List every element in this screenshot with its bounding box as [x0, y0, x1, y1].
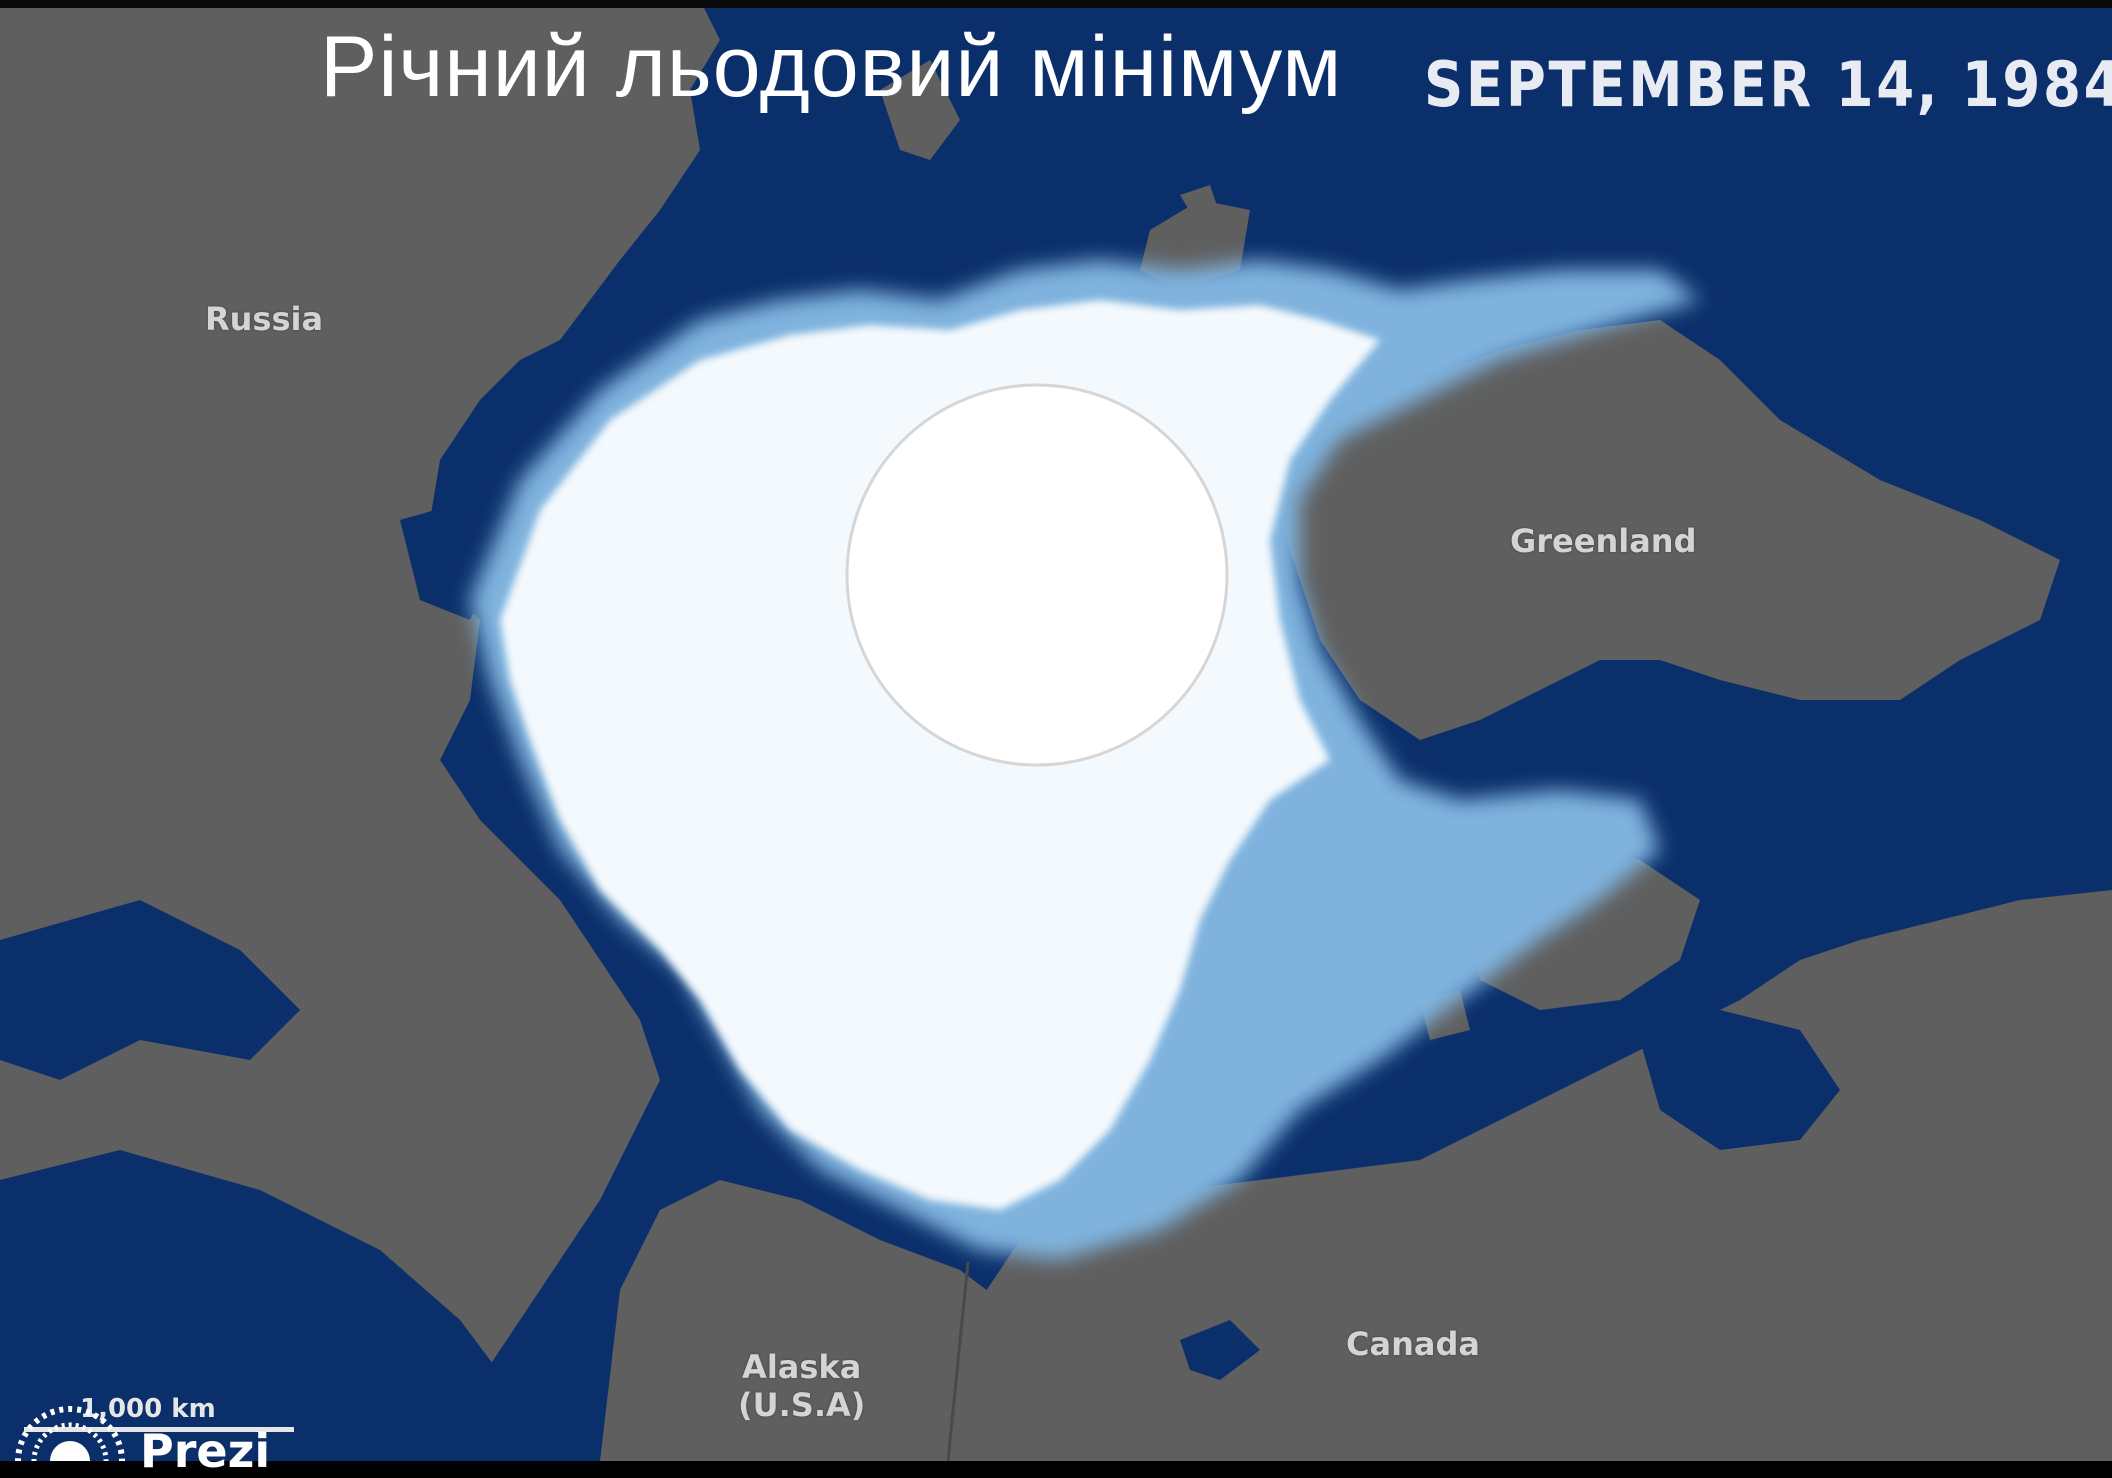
- label-canada: Canada: [1346, 1325, 1480, 1363]
- label-alaska-country: (U.S.A): [738, 1386, 866, 1424]
- label-russia: Russia: [205, 300, 324, 338]
- land-svalbard-small: [1180, 185, 1220, 220]
- land-canada-mainland: [960, 890, 2112, 1461]
- pole-data-hole: [845, 383, 1229, 767]
- ocean-inlet-bering: [0, 1150, 520, 1461]
- prezi-logo-icon: [15, 1406, 125, 1461]
- label-alaska: Alaska (U.S.A): [738, 1348, 865, 1424]
- land-greenland: [1250, 320, 2060, 740]
- land-russia: [0, 0, 720, 1461]
- prezi-brand-text: Prezi: [140, 1424, 271, 1478]
- label-greenland: Greenland: [1510, 522, 1697, 560]
- scale-label: 1,000 km: [80, 1394, 216, 1424]
- label-alaska-name: Alaska: [742, 1348, 862, 1386]
- top-frame-bar: [0, 0, 2112, 8]
- lake-canada: [1180, 1320, 1260, 1380]
- alaska-canada-border: [946, 1261, 970, 1461]
- date-label: SEPTEMBER 14, 1984: [1424, 48, 2112, 121]
- ocean-inlet-siberia: [0, 900, 300, 1080]
- land-alaska: [600, 1180, 1000, 1461]
- land-novaya-zemlya: [880, 60, 960, 160]
- ocean-hudson-bay: [1640, 1010, 1840, 1150]
- overlay-title: Річний льодовий мінімум: [320, 19, 1343, 115]
- scale-bar: [24, 1427, 294, 1432]
